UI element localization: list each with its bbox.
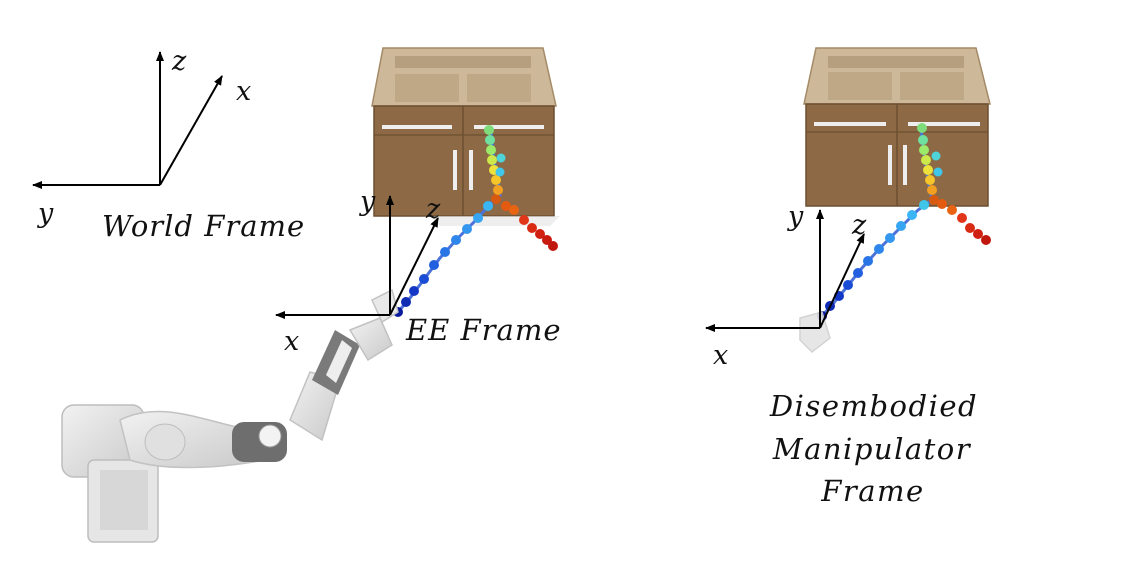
trajectory-point — [440, 247, 450, 257]
trajectory-point — [487, 155, 497, 165]
trajectory-point — [409, 286, 419, 296]
dm-caption-line-2: Manipulator — [772, 432, 972, 466]
cabinet-right-drawer-handle — [814, 122, 886, 126]
trajectory-point — [519, 215, 529, 225]
cabinet-right — [803, 47, 991, 207]
cabinet-left-top-panel — [467, 74, 531, 102]
ee-z-label: z — [425, 194, 441, 225]
trajectory-point — [874, 244, 884, 254]
trajectory-point — [921, 155, 931, 165]
trajectory-point — [535, 229, 545, 239]
trajectory-point — [495, 167, 505, 177]
world-y-label: y — [37, 198, 54, 229]
trajectory-point — [929, 195, 939, 205]
trajectory-point — [473, 213, 483, 223]
ee-z-axis — [389, 217, 439, 316]
trajectory-point — [853, 268, 863, 278]
world-frame-title: World Frame — [102, 209, 305, 243]
robot-joint — [144, 423, 186, 461]
trajectory-point — [896, 221, 906, 231]
trajectory-point — [486, 145, 496, 155]
cabinet-right-drawer-handle — [908, 122, 980, 126]
trajectory-point — [937, 199, 947, 209]
trajectory-point — [965, 223, 975, 233]
trajectory-point — [885, 233, 895, 243]
trajectory-point — [907, 210, 917, 220]
disembodied-frame: y z x Disembodied Manipulator Frame — [705, 201, 978, 508]
trajectory-point — [501, 201, 511, 211]
trajectory-point — [509, 205, 519, 215]
trajectory-point — [973, 229, 983, 239]
trajectory-point — [927, 185, 937, 195]
trajectory-point — [918, 135, 928, 145]
trajectory-point — [493, 185, 503, 195]
trajectory-left — [393, 125, 558, 317]
world-z-label: z — [171, 46, 187, 77]
ee-frame-title: EE Frame — [405, 313, 562, 347]
trajectory-point — [919, 145, 929, 155]
cabinet-left-door-handle — [453, 150, 457, 190]
cabinet-left — [371, 47, 560, 226]
world-x-axis — [159, 75, 223, 186]
robot-arm — [61, 288, 399, 543]
trajectory-point — [496, 153, 506, 163]
trajectory-point — [957, 213, 967, 223]
cabinet-left-drawer-handle — [382, 125, 452, 129]
cabinet-left-top-inset — [395, 56, 531, 68]
cabinet-left-drawer-handle — [474, 125, 544, 129]
trajectory-right — [817, 123, 991, 321]
dm-caption-line-1: Disembodied — [769, 389, 978, 423]
trajectory-point — [931, 151, 941, 161]
trajectory-point — [917, 123, 927, 133]
trajectory-point — [923, 165, 933, 175]
dm-z-label: z — [851, 210, 867, 241]
world-frame: z x y World Frame — [32, 46, 305, 243]
cabinet-right-door-handle — [888, 145, 892, 185]
cabinet-left-door-handle — [469, 150, 473, 190]
cabinet-right-door-handle — [903, 145, 907, 185]
dm-y-label: y — [787, 201, 804, 232]
world-x-label: x — [236, 76, 251, 107]
robot-link-4 — [348, 317, 393, 362]
dm-caption-line-3: Frame — [820, 474, 924, 508]
trajectory-point — [947, 205, 957, 215]
cabinet-left-top-panel — [395, 74, 459, 102]
trajectory-point — [429, 260, 439, 270]
trajectory-point — [419, 274, 429, 284]
dm-x-label: x — [713, 340, 728, 371]
cabinet-left-body — [373, 105, 555, 217]
trajectory-point — [527, 223, 537, 233]
trajectory-point — [451, 235, 461, 245]
trajectory-point — [863, 256, 873, 266]
trajectory-point — [491, 175, 501, 185]
trajectory-point — [401, 297, 411, 307]
trajectory-point — [485, 135, 495, 145]
trajectory-point — [925, 175, 935, 185]
trajectory-point — [462, 224, 472, 234]
ee-x-label: x — [284, 326, 299, 357]
trajectory-point — [933, 167, 943, 177]
dm-z-axis — [819, 233, 865, 329]
trajectory-point — [484, 125, 494, 135]
trajectory-point — [483, 201, 493, 211]
trajectory-point — [919, 200, 929, 210]
trajectory-point — [981, 235, 991, 245]
ee-frame: y z x EE Frame — [275, 186, 562, 357]
trajectory-point — [548, 241, 558, 251]
trajectory-point — [491, 194, 501, 204]
trajectory-point — [843, 280, 853, 290]
ee-y-label: y — [359, 186, 376, 217]
